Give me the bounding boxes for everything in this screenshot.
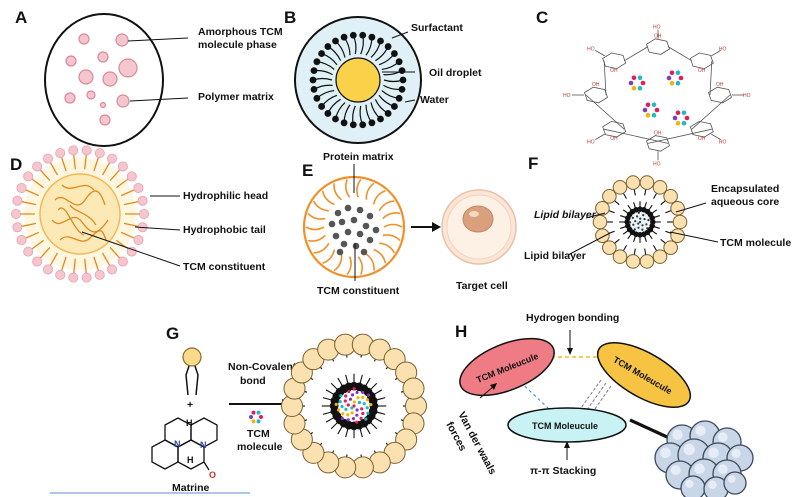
liposome-structure: [592, 175, 688, 269]
label-noncovalent-1: Non-Covalent: [228, 361, 297, 373]
surfactant-ring: [309, 31, 407, 129]
svg-text:OH: OH: [654, 130, 662, 136]
svg-text:OH: OH: [592, 82, 600, 88]
label-target-cell: Target cell: [456, 280, 508, 292]
label-matrine: Matrine: [172, 482, 210, 494]
label-lipid-bilayer-2: Lipid bilayer: [524, 250, 586, 262]
amorphous-particles: [64, 33, 138, 126]
svg-text:OH: OH: [698, 68, 706, 74]
guest-molecules: [628, 70, 690, 126]
micelle-structure: [10, 145, 149, 283]
svg-text:OH: OH: [610, 68, 618, 74]
drug-loaded-liposome: [280, 333, 428, 479]
svg-text:OH: OH: [654, 34, 662, 40]
panel-d-letter: D: [10, 155, 22, 174]
target-cell: [441, 189, 517, 265]
cyclodextrin-structure: HO OH HO OH HO OH HO OH HO OH HO OH HO OH HO OH: [563, 25, 751, 168]
panel-e: E Protein matrix TCM constituent Target …: [302, 151, 517, 297]
panel-b-letter: B: [284, 8, 296, 27]
label-tcm-g-2: molecule: [237, 441, 283, 453]
label-tcm-g-1: TCM: [247, 428, 270, 440]
panel-c-letter: C: [536, 8, 548, 27]
svg-text:TCM Moleucule: TCM Moleucule: [532, 421, 598, 431]
panel-a-letter: A: [15, 8, 27, 27]
label-polymer-matrix: Polymer matrix: [198, 91, 274, 103]
label-pi-stacking: π-π Stacking: [530, 465, 596, 477]
label-protein-matrix: Protein matrix: [323, 151, 394, 163]
panel-g: G + H H O N N Matrine Non-Covalent bond …: [151, 324, 428, 494]
matrine-n2: N: [200, 440, 207, 450]
svg-text:OH: OH: [716, 82, 724, 88]
matrine-n1: N: [174, 439, 181, 449]
label-tcm-constituent-e: TCM constituent: [317, 285, 400, 297]
panel-b: B Surfactant Oil droplet Water: [284, 8, 482, 144]
panel-f-letter: F: [528, 154, 538, 173]
label-hydrophilic-head: Hydrophilic head: [183, 190, 268, 202]
panel-c: C HO OH HO OH HO OH HO OH HO OH HO OH HO OH HO OH: [536, 8, 751, 167]
label-tcm-constituent-d: TCM constituent: [183, 261, 266, 273]
svg-text:OH: OH: [698, 136, 706, 142]
label-surfactant: Surfactant: [411, 22, 463, 34]
panel-a: A Amorphous TCM molecule phase Polymer m…: [15, 8, 283, 147]
aggregate-cluster: [654, 420, 754, 497]
label-amorphous-1: Amorphous TCM: [198, 26, 283, 38]
panel-f: F Lipid bilayer Lipid bilayer Encapsulat…: [524, 154, 791, 269]
label-water: Water: [420, 94, 449, 106]
phospholipid-icon: [182, 347, 202, 396]
label-encapsulated-1: Encapsulated: [711, 183, 779, 195]
tcm-molecule-yellow: TCM Moleucule: [596, 342, 692, 408]
label-noncovalent-2: bond: [240, 375, 266, 387]
label-hydrogen-bonding: Hydrogen bonding: [526, 312, 619, 324]
label-hydrophobic-tail: Hydrophobic tail: [183, 224, 266, 236]
panel-g-letter: G: [166, 324, 179, 343]
panel-h: H Hydrogen bonding TCM Moleucule TCM Mol…: [443, 312, 754, 497]
label-tcm-molecule-f: TCM molecule: [720, 237, 791, 249]
label-oil-droplet: Oil droplet: [429, 67, 482, 79]
matrine-structure: [151, 417, 218, 471]
label-lipid-bilayer-1: Lipid bilayer: [534, 209, 597, 221]
svg-text:HO: HO: [653, 25, 661, 31]
svg-text:HO: HO: [653, 161, 661, 167]
svg-text:HO: HO: [719, 139, 727, 145]
matrine-o: O: [209, 470, 216, 480]
tcm-molecule-icon: [249, 410, 263, 424]
protein-chains: [305, 179, 403, 275]
svg-text:OH: OH: [610, 136, 618, 142]
svg-text:HO: HO: [743, 93, 751, 99]
matrine-h2: H: [187, 455, 194, 465]
svg-text:HO: HO: [563, 93, 571, 99]
svg-text:HO: HO: [587, 139, 595, 145]
label-plus: +: [187, 399, 193, 411]
svg-text:HO: HO: [719, 47, 727, 53]
panel-e-letter: E: [302, 161, 313, 180]
panel-d: D Hydrophilic head Hydrophobic tail TCM …: [10, 145, 268, 283]
label-encapsulated-2: aqueous core: [711, 196, 779, 208]
panel-h-letter: H: [455, 322, 467, 341]
label-amorphous-2: molecule phase: [198, 39, 277, 51]
svg-text:HO: HO: [587, 47, 595, 53]
tcm-dots: [328, 204, 380, 256]
tcm-molecule-cyan: TCM Moleucule: [507, 407, 627, 443]
matrine-h1: H: [186, 418, 193, 428]
tcm-molecule-red: TCM Moleucule: [459, 337, 555, 397]
oil-droplet: [335, 57, 381, 103]
